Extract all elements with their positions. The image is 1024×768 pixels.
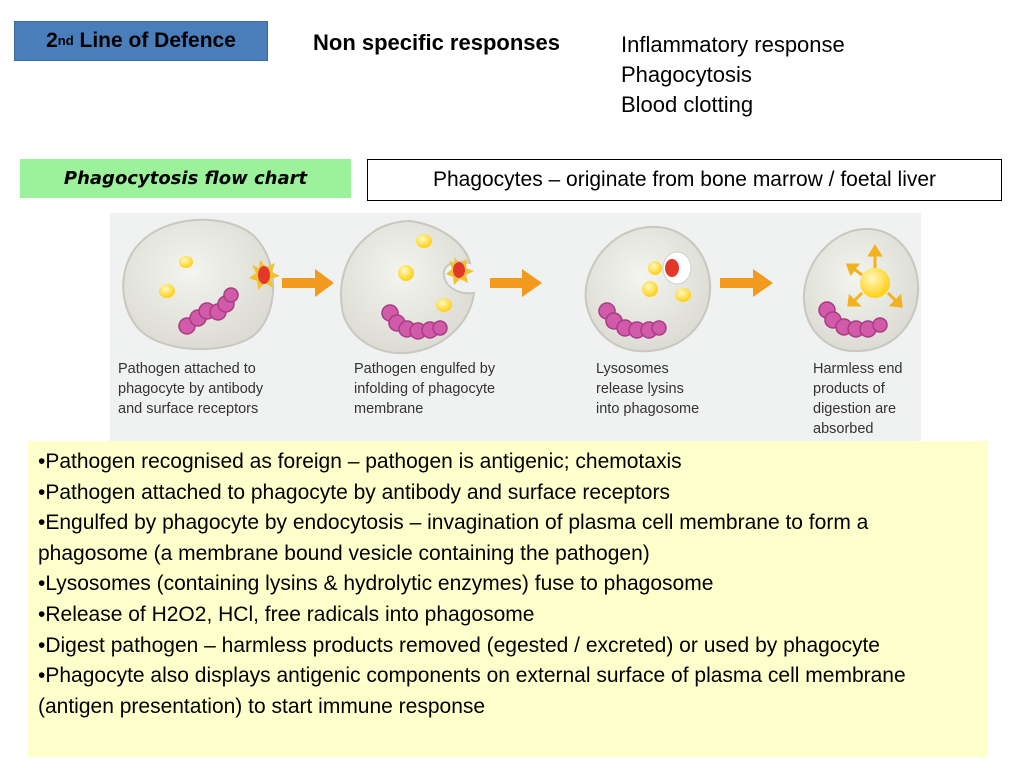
caption-line: products of: [813, 381, 885, 397]
note-item: •Release of H2O2, HCl, free radicals int…: [38, 602, 535, 626]
caption-line: Pathogen engulfed by: [354, 361, 496, 377]
lysosome-icon: [416, 234, 432, 248]
step-1-caption: Pathogen attached to phagocyte by antibo…: [118, 359, 263, 419]
lysosome-icon: [675, 288, 691, 302]
step-4-caption: Harmless end products of digestion are a…: [813, 359, 902, 439]
nonspecific-list: Inflammatory response Phagocytosis Blood…: [621, 30, 845, 120]
nucleus-icon: [178, 287, 239, 335]
caption-line: Harmless end: [813, 361, 903, 377]
absorption-arrows-icon: [845, 244, 903, 308]
nonspecific-item: Inflammatory response: [621, 32, 845, 57]
notes-panel: •Pathogen recognised as foreign – pathog…: [28, 441, 988, 757]
caption-line: infolding of phagocyte: [354, 381, 496, 397]
caption-line: Pathogen attached to: [118, 361, 256, 377]
step-4-cell: [802, 227, 920, 353]
step-2-cell: [340, 219, 476, 355]
step-1-cell: [122, 218, 280, 351]
note-item: •Phagocyte also displays antigenic compo…: [38, 664, 906, 718]
nucleus-icon: [381, 304, 448, 340]
pathogen-icon: [249, 260, 280, 290]
note-item: •Pathogen recognised as foreign – pathog…: [38, 450, 682, 473]
lysosome-icon: [398, 265, 414, 281]
caption-line: into phagosome: [596, 401, 700, 417]
lysosome-icon: [159, 284, 175, 298]
lysosome-icon: [436, 298, 452, 312]
pathogen-icon: [446, 257, 474, 285]
step-2-caption: Pathogen engulfed by infolding of phagoc…: [354, 359, 495, 419]
step-3-cell: [584, 225, 712, 353]
absorbed-products-icon: [860, 268, 890, 298]
arrow-icon: [490, 269, 542, 297]
note-item: •Engulfed by phagocyte by endocytosis – …: [38, 511, 869, 565]
caption-line: Lysosomes: [596, 361, 669, 377]
arrow-icon: [720, 269, 773, 297]
caption-line: absorbed: [813, 421, 874, 437]
pathogen-icon: [665, 259, 679, 277]
section-title-text: Line of Defence: [73, 29, 236, 52]
lysosome-icon: [179, 256, 193, 268]
flow-chart-label: Phagocytosis flow chart: [20, 159, 351, 198]
note-item: •Digest pathogen – harmless products rem…: [38, 633, 880, 657]
nucleus-icon: [598, 302, 667, 339]
caption-line: phagocyte by antibody: [118, 381, 264, 397]
nonspecific-heading: Non specific responses: [313, 30, 560, 55]
nonspecific-item: Blood clotting: [621, 92, 754, 117]
step-3-caption: Lysosomes release lysins into phagosome: [596, 359, 699, 419]
nonspecific-item: Phagocytosis: [621, 62, 752, 87]
section-title-number: 2: [46, 29, 58, 52]
caption-line: digestion are: [813, 401, 897, 417]
lysosome-icon: [648, 261, 662, 275]
note-item: •Lysosomes (containing lysins & hydrolyt…: [38, 572, 714, 596]
nucleus-icon: [818, 301, 888, 338]
caption-line: release lysins: [596, 381, 684, 397]
arrow-icon: [282, 269, 334, 297]
caption-line: and surface receptors: [118, 401, 259, 417]
phagocytosis-diagram: Pathogen attached to phagocyte by antibo…: [110, 213, 921, 441]
note-item: •Pathogen attached to phagocyte by antib…: [38, 480, 670, 504]
phagocyte-origin-box: Phagocytes – originate from bone marrow …: [367, 159, 1002, 201]
caption-line: membrane: [354, 401, 424, 417]
lysosome-icon: [642, 281, 658, 297]
phagocytosis-illustration: [122, 218, 920, 355]
